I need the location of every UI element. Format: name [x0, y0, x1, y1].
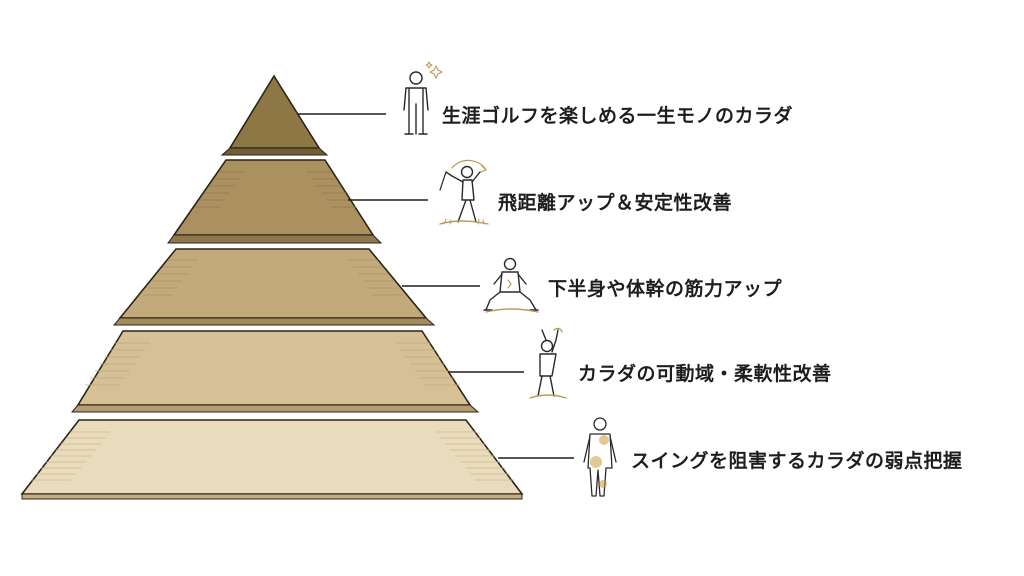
- level-3-label: 下半身や体幹の筋力アップ: [548, 278, 783, 300]
- connector-lines: [298, 113, 574, 459]
- standing-person-sparkle-icon: [403, 61, 443, 135]
- pyramid-level-3: [112, 248, 436, 326]
- body-weak-points-icon: [583, 417, 617, 497]
- squat-exercise-icon: [483, 257, 539, 313]
- pyramid-level-1: [220, 74, 329, 156]
- level-1-label: 生涯ゴルフを楽しめる一生モノのカラダ: [442, 105, 794, 127]
- golfer-swing-icon: [439, 159, 489, 225]
- level-4-label: カラダの可動域・柔軟性改善: [578, 363, 832, 385]
- pyramid-level-5: [20, 419, 524, 500]
- pyramid-level-2: [167, 159, 383, 244]
- level-2-label: 飛距離アップ＆安定性改善: [498, 192, 733, 214]
- pyramid-level-4: [70, 330, 480, 413]
- side-stretch-icon: [529, 327, 567, 399]
- level-5-label: スイングを阻害するカラダの弱点把握: [631, 450, 963, 472]
